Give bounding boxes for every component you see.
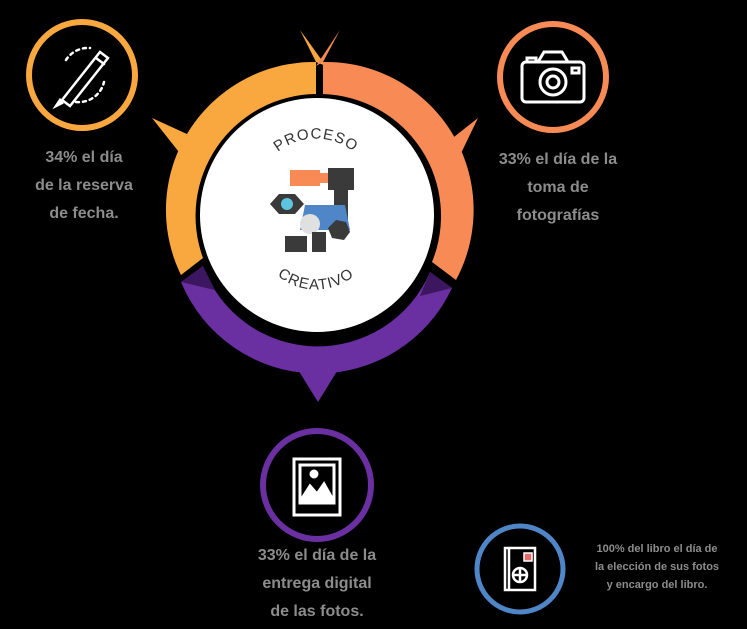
step-2-line-1: 33% el día de la bbox=[498, 151, 618, 168]
gears-pipes-icon bbox=[270, 168, 354, 252]
step-2-line-2: toma de bbox=[527, 179, 589, 196]
step-2-line-3: fotografías bbox=[516, 207, 600, 224]
step-1-caption: 34% el día de la reserva de fecha. bbox=[14, 144, 154, 228]
step-3-line-2: entrega digital bbox=[262, 575, 372, 592]
photo-circle bbox=[260, 428, 374, 542]
photo-icon bbox=[292, 457, 342, 517]
step-3-line-1: 33% el día de la bbox=[257, 547, 377, 564]
step-4-line-1: 100% del libro el día de bbox=[596, 543, 718, 555]
step-1-line-3: de fecha. bbox=[49, 205, 119, 222]
step-3-line-3: de las fotos. bbox=[270, 603, 364, 620]
step-1-line-2: de la reserva bbox=[35, 177, 133, 194]
orange-segment bbox=[152, 30, 326, 276]
step-4-line-3: y encargo del libro. bbox=[606, 579, 708, 591]
center-top-label: PROCESO bbox=[271, 125, 362, 155]
step-3-caption: 33% el día de la entrega digital de las … bbox=[237, 542, 397, 626]
step-4-line-2: la elección de sus fotos bbox=[594, 561, 720, 573]
book-icon bbox=[503, 546, 537, 592]
book-circle bbox=[474, 523, 566, 615]
pen-icon bbox=[52, 46, 110, 110]
step-1-line-1: 34% el día bbox=[45, 149, 123, 166]
step-4-caption: 100% del libro el día de la elección de … bbox=[572, 540, 742, 594]
coral-segment bbox=[316, 30, 478, 281]
camera-icon bbox=[520, 50, 586, 104]
center-bottom-label: CREATIVO bbox=[275, 265, 357, 294]
pen-circle bbox=[26, 19, 138, 131]
purple-segment bbox=[181, 266, 452, 402]
camera-circle bbox=[497, 21, 609, 133]
step-2-caption: 33% el día de la toma de fotografías bbox=[478, 146, 638, 230]
